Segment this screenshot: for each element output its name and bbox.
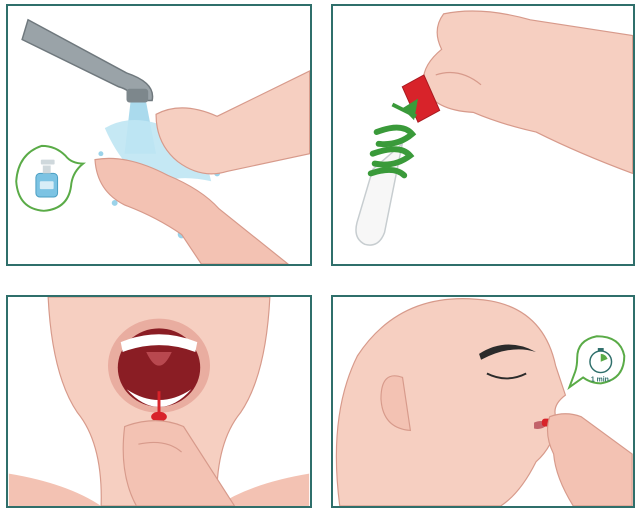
- head: [336, 299, 565, 506]
- test-tube: [356, 144, 402, 245]
- step-1-wash-hands-panel: [6, 4, 312, 266]
- holding-hand: [548, 414, 633, 506]
- upper-hand: [156, 71, 310, 174]
- faucet-spout: [127, 89, 149, 103]
- step-4-nasal-swab-panel: 1 min.: [331, 295, 635, 508]
- holding-hand: [423, 11, 632, 173]
- swab-tube-icon: [333, 6, 633, 264]
- step-3-throat-swab-panel: [6, 295, 312, 508]
- step-2-open-swab-panel: [331, 4, 635, 266]
- open-mouth-swab-icon: [8, 297, 310, 506]
- faucet-icon: [22, 20, 152, 101]
- nose-swab-icon: 1 min.: [333, 297, 633, 506]
- hand-washing-icon: [8, 6, 310, 264]
- shoulder-left: [9, 474, 101, 506]
- water-drop: [98, 151, 103, 156]
- timer-label: 1 min.: [591, 376, 611, 383]
